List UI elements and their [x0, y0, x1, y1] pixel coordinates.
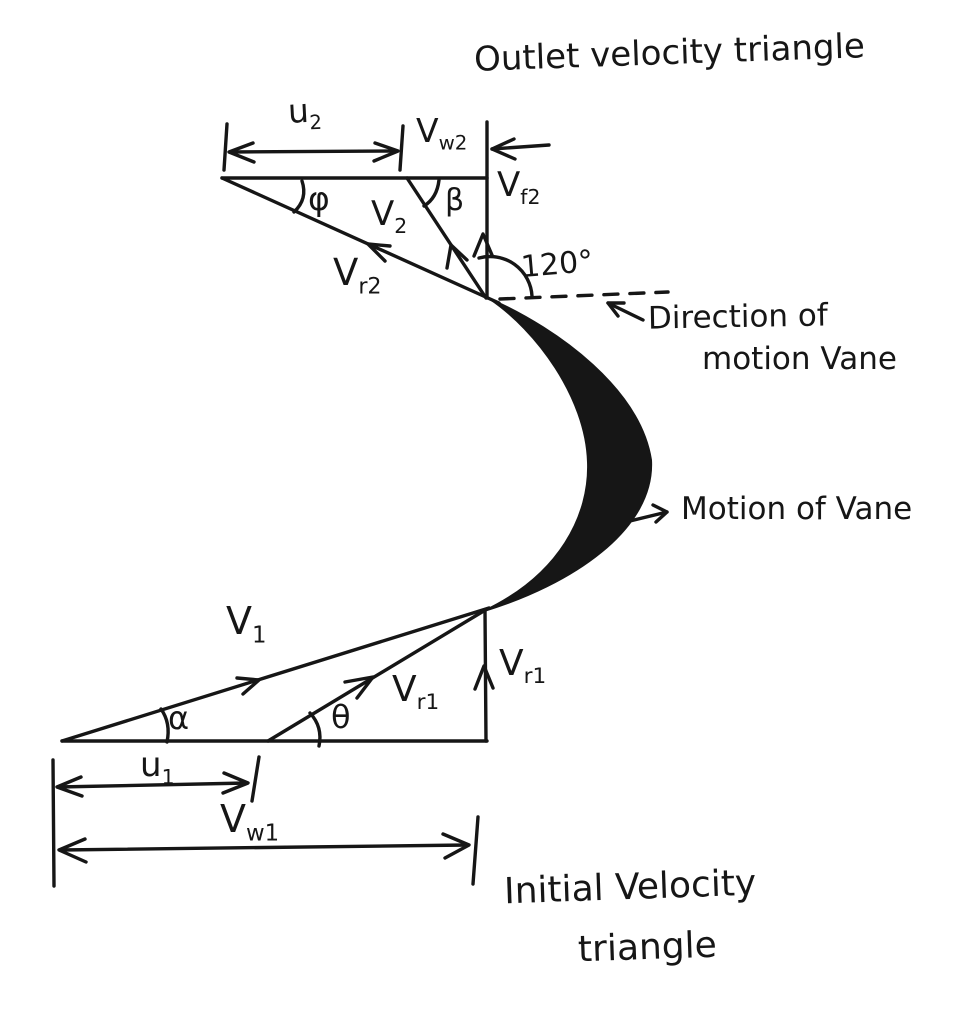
label-u2-sub: 2: [308, 110, 323, 135]
label-motion-of-vane: Motion of Vane: [681, 491, 913, 527]
inlet-vr1-line: [266, 607, 489, 743]
label-vr2-main: V: [333, 251, 359, 294]
label-u1: u1: [140, 748, 175, 787]
inlet-vertical-line: [483, 609, 488, 743]
inlet-triangle-lines: [60, 606, 495, 748]
caption-initial-velocity-line2: triangle: [577, 924, 718, 971]
outlet-v2-line: [405, 176, 488, 300]
label-v1: V1: [226, 602, 267, 647]
label-vr2-sub: r2: [358, 273, 382, 300]
label-vw1: Vw1: [220, 800, 279, 845]
label-vr1-vertical-main: V: [499, 643, 524, 684]
u1-left-arrowhead-icon: [55, 775, 84, 798]
u2-right-arrowhead-icon: [372, 141, 400, 163]
direction-arrow-shaft: [606, 301, 645, 322]
label-v2-sub: 2: [394, 213, 408, 238]
label-u2-main: u: [286, 90, 310, 131]
direction-of-motion: [498, 290, 670, 322]
label-vf2-main: V: [497, 165, 521, 205]
phi-angle-arc: [292, 179, 306, 214]
vw1-right-arrowhead-icon: [441, 832, 471, 860]
outlet-triangle-lines: [220, 120, 534, 305]
label-v2: V2: [371, 197, 407, 236]
label-v2-main: V: [371, 194, 395, 234]
motion-arrowhead-icon: [651, 503, 669, 524]
u2-dim-line: [228, 149, 398, 154]
label-vw1-main: V: [220, 797, 246, 841]
label-theta: θ: [331, 698, 351, 736]
alpha-angle-arc: [159, 707, 170, 744]
vw1-right-tick: [471, 815, 480, 886]
inlet-vertical-arrowhead-icon: [473, 664, 495, 691]
vf2-arrowhead-icon: [472, 232, 494, 258]
label-vw2-sub: w2: [438, 131, 468, 155]
u2-left-tick: [222, 122, 229, 172]
label-direction-line1: Direction of: [647, 297, 829, 337]
v2-arrowhead-icon: [445, 243, 469, 270]
caption-initial-velocity-line1: Initial Velocity: [503, 862, 757, 913]
label-direction-line2: motion Vane: [702, 341, 897, 377]
label-u1-main: u: [140, 745, 162, 785]
label-vw1-sub: w1: [246, 820, 280, 847]
label-u2: u2: [286, 90, 323, 135]
theta-angle-arc: [308, 711, 322, 748]
u2-left-arrowhead-icon: [227, 141, 256, 164]
outlet-vr2-line: [220, 176, 501, 305]
inlet-v1-line: [60, 606, 491, 743]
direction-dashed-line: [498, 290, 670, 301]
label-v1-sub: 1: [252, 622, 267, 649]
motion-of-vane-arrow: [628, 503, 669, 524]
u1-right-arrowhead-icon: [221, 771, 250, 795]
beta-angle-arc: [422, 178, 441, 208]
label-beta: β: [445, 183, 465, 218]
vw2-dimension: [490, 137, 551, 161]
u1-right-tick: [250, 755, 261, 803]
u2-dimension: [222, 122, 405, 172]
label-vf2-sub: f2: [520, 184, 541, 209]
label-vr1-sub: r1: [416, 690, 440, 716]
v1-arrowhead-icon: [235, 676, 261, 696]
u2-right-tick: [398, 124, 405, 172]
vane-shape: [483, 298, 653, 612]
motion-arrow-shaft: [628, 510, 669, 523]
vw2-dim-line: [490, 143, 551, 151]
label-vw2-main: V: [416, 111, 439, 150]
bottom-dimensions: [51, 755, 480, 888]
dim-left-tick: [51, 758, 56, 888]
label-vr1: Vr1: [392, 672, 439, 714]
label-phi: φ: [308, 179, 330, 218]
direction-arrowhead-icon: [606, 301, 626, 318]
label-vr1-vertical: Vr1: [499, 646, 546, 688]
angle-120-arc: [477, 254, 534, 298]
u1-dim-line: [56, 781, 249, 789]
label-v1-main: V: [226, 599, 252, 643]
vw1-dim-line: [58, 843, 470, 852]
vr1-arrowhead-icon: [343, 675, 375, 700]
label-u1-sub: 1: [161, 764, 175, 789]
vw1-left-arrowhead-icon: [57, 837, 88, 864]
label-vr1-vertical-sub: r1: [523, 664, 547, 690]
label-angle-120: 120°: [519, 243, 595, 286]
label-vr2: Vr2: [333, 254, 382, 298]
label-vr1-main: V: [392, 669, 417, 710]
label-alpha: α: [168, 699, 190, 737]
vw2-arrowhead-icon: [490, 137, 517, 161]
label-vw2: Vw2: [416, 114, 467, 153]
label-vf2: Vf2: [497, 168, 540, 207]
vr2-arrowhead-icon: [366, 242, 392, 263]
